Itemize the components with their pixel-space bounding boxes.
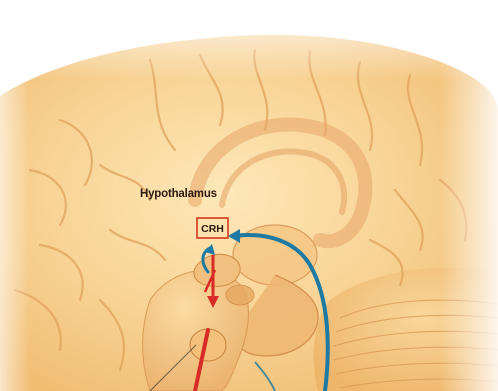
crh-label: CRH bbox=[201, 223, 224, 235]
hypothalamus-label: Hypothalamus bbox=[140, 188, 217, 200]
